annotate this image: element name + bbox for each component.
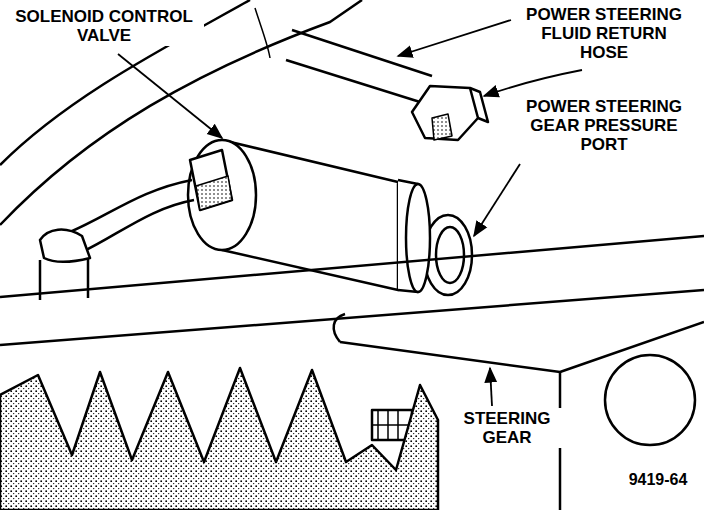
leader-line <box>474 164 520 236</box>
leader-line <box>484 70 582 96</box>
connector <box>190 150 232 210</box>
leader-line <box>118 54 222 138</box>
figure-number: 9419-64 <box>616 470 700 490</box>
callout-label: SOLENOID CONTROL VALVE <box>4 6 204 46</box>
leader-line <box>398 20 511 56</box>
nut-side <box>470 88 488 122</box>
gear-boss <box>605 355 695 445</box>
pressure-port <box>424 215 472 295</box>
hose-outline <box>0 0 250 165</box>
return-hose <box>286 60 420 102</box>
gear-bar <box>0 236 704 297</box>
belt-pulley <box>0 368 438 510</box>
wire <box>82 200 194 252</box>
callout-label: STEERING GEAR <box>446 408 568 448</box>
gear-bar <box>0 290 704 345</box>
hex-nut <box>412 86 478 140</box>
pressure-port-bore <box>436 227 464 283</box>
valve-ring-end <box>406 184 430 292</box>
connector-face <box>196 176 232 210</box>
gear-housing <box>334 314 345 342</box>
wire-boot <box>40 230 90 262</box>
nut-face <box>432 114 452 140</box>
callout-label: POWER STEERING GEAR PRESSURE PORT <box>510 96 698 155</box>
hose-shading <box>255 8 270 58</box>
leader-line <box>490 368 492 406</box>
valve-cap <box>188 140 256 250</box>
callout-label: POWER STEERING FLUID RETURN HOSE <box>514 4 694 63</box>
gear-housing <box>340 322 704 372</box>
